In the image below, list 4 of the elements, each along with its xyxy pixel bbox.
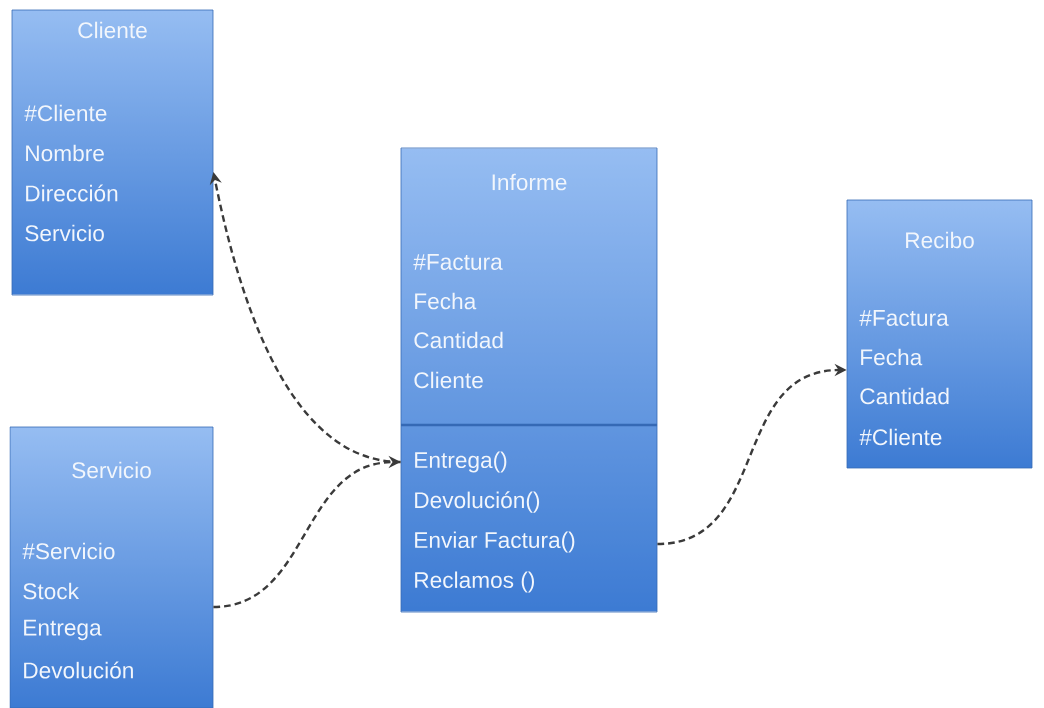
class-box: Recibo #Factura Fecha Cantidad #Cliente: [846, 199, 1033, 469]
class-box: Cliente #Cliente Nombre Dirección Servicio: [11, 9, 214, 296]
class-box: Servicio #Servicio Stock Entrega Devolución: [9, 426, 214, 708]
class-box: Informe #Factura Fecha Cantidad Cliente Entrega() Devolución() Enviar Factura() Reclamos (): [400, 147, 658, 613]
